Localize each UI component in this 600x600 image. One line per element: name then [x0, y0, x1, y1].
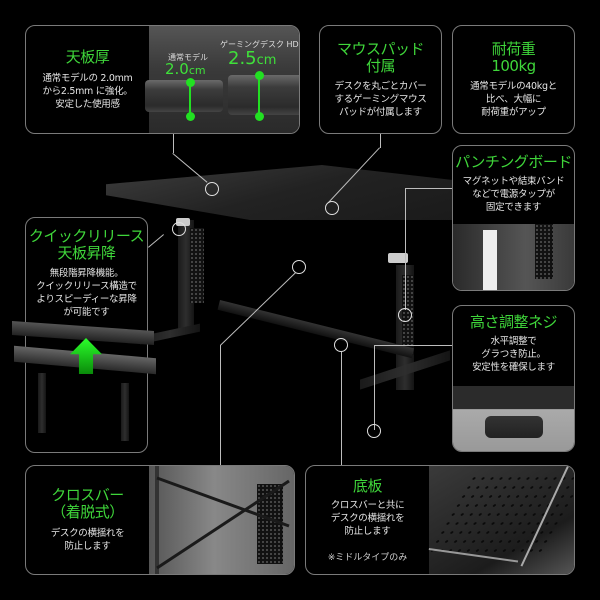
power-strip-image — [483, 230, 497, 290]
feature-title: 耐荷重 100kg — [491, 39, 536, 75]
feature-card-punching-board: パンチングボード マグネットや結束バンド などで電源タップが 固定できます — [452, 145, 575, 291]
crossbar-lines — [156, 476, 290, 570]
callout-ring-crossbar — [292, 260, 306, 274]
feature-title: マウスパッド 付属 — [336, 39, 425, 75]
feature-title: 高さ調整ネジ — [469, 313, 558, 331]
hd-model-label: ゲーミングデスク HD — [220, 40, 299, 49]
feature-card-mousepad: マウスパッド 付属 デスクを丸ごとカバー するゲーミングマウス パッドが付属しま… — [319, 25, 442, 134]
hd-thickness-value: 2.5cm — [228, 48, 277, 69]
thickness-comparison-image: 通常モデル 2.0cm ゲーミングデスク HD 2.5cm — [145, 26, 299, 133]
feature-title: 底板 — [352, 476, 383, 495]
feature-desc: 通常モデルの40kgと 比べ、大幅に 耐荷重がアップ — [470, 80, 557, 118]
feature-card-top-thickness: 天板厚 通常モデルの 2.0mm から2.5mm に強化。 安定した使用感 通常… — [25, 25, 300, 134]
feature-card-crossbar: クロスバー （着脱式） デスクの横揺れを 防止します — [25, 465, 295, 575]
standard-thickness-value: 2.0cm — [165, 60, 206, 78]
feature-title: クロスバー （着脱式） — [51, 486, 124, 521]
feature-desc: デスクの横揺れを 防止します — [50, 528, 125, 552]
callout-ring-leveler — [367, 424, 381, 438]
feature-title: パンチングボード — [455, 153, 572, 171]
callout-ring-quick-release — [172, 222, 186, 236]
callout-ring-punching — [398, 308, 412, 322]
desk-top — [106, 165, 466, 220]
feature-card-quick-release: クイックリリース 天板昇降 無段階昇降機能。 クイックリリース構造で よりスピー… — [12, 217, 156, 453]
feature-card-load-capacity: 耐荷重 100kg 通常モデルの40kgと 比べ、大幅に 耐荷重がアップ — [452, 25, 575, 134]
feature-card-bottom-plate: 底板 クロスバーと共に デスクの横揺れを 防止します ※ミドルタイプのみ — [305, 465, 575, 575]
desk-bottom-plate — [217, 300, 415, 359]
feature-desc: デスクを丸ごとカバー するゲーミングマウス パッドが付属します — [334, 80, 427, 118]
crossbar-image — [149, 466, 294, 574]
feature-desc: 無段階昇降機能。 クイックリリース構造で よりスピーディーな昇降 が可能です — [36, 268, 137, 318]
callout-ring-bottom-plate — [334, 338, 348, 352]
standard-slab — [145, 80, 223, 112]
feature-desc: クロスバーと共に デスクの横揺れを 防止します — [330, 499, 405, 537]
feature-title: 天板厚 — [65, 47, 110, 66]
feature-card-leveler: 高さ調整ネジ 水平調整で グラつき防止。 安定性を確保します — [452, 305, 575, 452]
feature-note: ※ミドルタイプのみ — [327, 552, 408, 563]
feature-desc: 通常モデルの 2.0mm から2.5mm に強化。 安定した使用感 — [42, 72, 133, 110]
feature-desc: マグネットや結束バンド などで電源タップが 固定できます — [462, 176, 565, 213]
leveler-screw — [485, 416, 543, 438]
bottom-plate-image — [425, 466, 574, 574]
leveler-image — [453, 386, 574, 451]
feature-desc: 水平調整で グラつき防止。 安定性を確保します — [472, 336, 555, 373]
hd-slab — [228, 75, 299, 115]
callout-ring-top — [205, 182, 219, 196]
standard-model-label: 通常モデル — [168, 53, 208, 62]
callout-ring-mousepad — [325, 201, 339, 215]
feature-title: クイックリリース 天板昇降 — [28, 227, 145, 262]
clamp-left — [176, 218, 190, 226]
punching-board-image — [453, 224, 574, 290]
clamp-right — [388, 253, 408, 263]
desk-left-panel — [190, 228, 204, 303]
